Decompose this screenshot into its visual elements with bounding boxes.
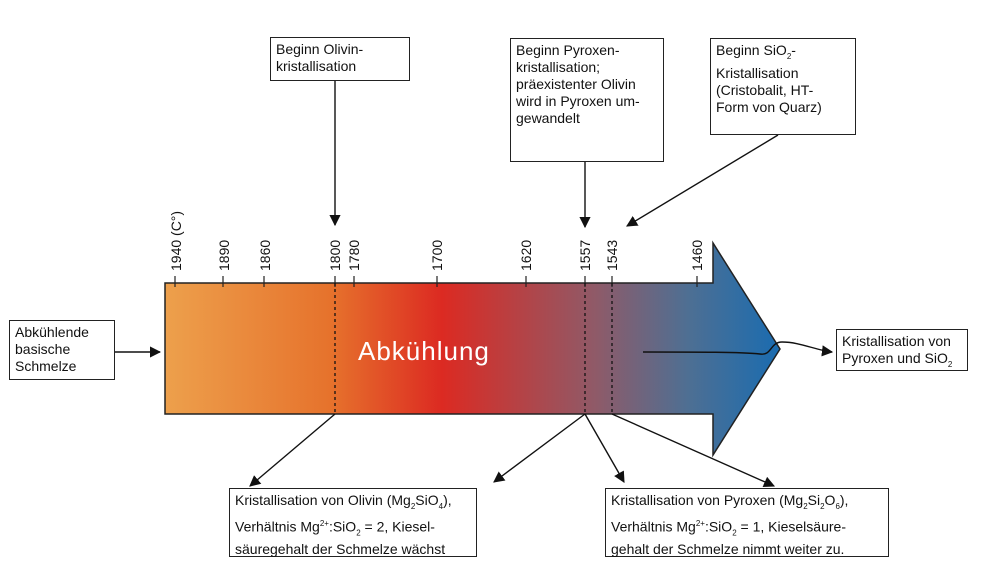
sio2-start-line3: (Cristobalit, HT-	[716, 81, 814, 98]
pyroxen-start-line1: Beginn Pyroxen-	[516, 42, 620, 58]
cooling-arrow	[164, 240, 781, 458]
pyroxen-cryst-line1: Kristallisation von Pyroxen (Mg2Si2O6),	[611, 492, 849, 511]
olivin-cryst-line1: Kristallisation von Olivin (Mg2SiO4),	[235, 492, 452, 511]
pyroxen-start-line3: präexistenter Olivin	[516, 76, 636, 92]
olivin-start-line1: Beginn Olivin-	[276, 41, 364, 57]
pyroxen-cryst-line3: gehalt der Schmelze nimmt weiter zu.	[611, 541, 845, 558]
olivin-start-line2: kristallisation	[276, 58, 357, 74]
result-line1: Kristallisation von	[842, 333, 951, 349]
sio2-start-line4: Form von Quarz)	[716, 98, 822, 115]
olivin-cryst-box: Kristallisation von Olivin (Mg2SiO4), Ve…	[229, 488, 477, 557]
sio2-start-arrow	[626, 134, 779, 227]
tick-label-1543: 1543	[604, 240, 620, 271]
pyroxen-cryst-arrow-right	[611, 413, 776, 488]
pyroxen-start-line4: wird in Pyroxen um-	[516, 93, 640, 109]
tick-label-1700: 1700	[429, 240, 445, 271]
tick-label-1890: 1890	[216, 240, 232, 271]
olivin-cryst-arrow	[249, 413, 336, 487]
olivin-start-box: Beginn Olivin- kristallisation	[270, 37, 410, 81]
pyroxen-start-box: Beginn Pyroxen- kristallisation; präexis…	[510, 38, 664, 162]
tick-label-1800: 1800	[327, 240, 343, 271]
tick-label-1780: 1780	[346, 240, 362, 271]
sio2-start-box: Beginn SiO2- Kristallisation (Cristobali…	[710, 38, 856, 135]
result-arrow	[642, 341, 834, 357]
pyroxen-cryst-arrow-mid	[584, 413, 625, 483]
tick-label-1940: 1940 (C°)	[168, 211, 184, 271]
result-box: Kristallisation von Pyroxen und SiO2	[836, 329, 968, 371]
melt-line2: basische	[15, 341, 71, 357]
tick-label-1620: 1620	[518, 240, 534, 271]
pyroxen-cryst-box: Kristallisation von Pyroxen (Mg2Si2O6), …	[605, 488, 889, 557]
melt-line3: Schmelze	[15, 358, 77, 374]
olivin-cryst-line3: säuregehalt der Schmelze wächst	[235, 541, 446, 558]
tick-labels: 1940 (C°) 1890 1860 1800 1780 1700 1620 …	[168, 211, 705, 271]
sio2-start-line1: Beginn SiO2-	[716, 42, 796, 61]
pyroxen-cryst-arrow-left	[493, 413, 586, 483]
olivin-cryst-line2: Verhältnis Mg2+:SiO2 = 2, Kiesel-	[235, 518, 435, 538]
pyroxen-start-line5: gewandelt	[516, 110, 580, 126]
tick-label-1460: 1460	[689, 240, 705, 271]
result-line2: Pyroxen und SiO2	[842, 350, 953, 369]
melt-box: Abkühlende basische Schmelze	[9, 320, 115, 380]
pyroxen-start-line2: kristallisation;	[516, 59, 601, 75]
tick-label-1557: 1557	[577, 240, 593, 271]
melt-line1: Abkühlende	[15, 324, 89, 340]
pyroxen-cryst-line2: Verhältnis Mg2+:SiO2 = 1, Kieselsäure-	[611, 518, 846, 538]
sio2-start-line2: Kristallisation	[716, 64, 799, 81]
tick-label-1860: 1860	[257, 240, 273, 271]
arrow-label: Abkühlung	[358, 336, 490, 366]
